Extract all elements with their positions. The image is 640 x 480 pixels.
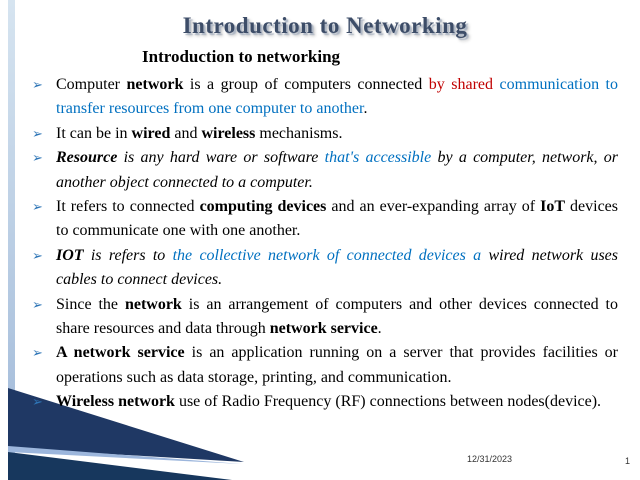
slide-number: 1 xyxy=(624,456,630,466)
bullet-text: Resource is any hard ware or software th… xyxy=(56,149,619,191)
bullet-arrow-icon: ➢ xyxy=(32,151,43,167)
corner-wedge-lower xyxy=(8,452,232,480)
bullet-text: A network service is an application runn… xyxy=(56,344,618,386)
list-item: ➢ It can be in wired and wireless mechani… xyxy=(30,122,618,146)
list-item: ➢ It refers to connected computing device… xyxy=(30,195,618,244)
slide-content: Introduction to Networking Introduction … xyxy=(30,13,620,415)
list-item: ➢ Wireless network use of Radio Frequency… xyxy=(30,390,618,414)
corner-wedge-upper xyxy=(8,388,244,462)
list-item: ➢ IOT is refers to the collective network… xyxy=(30,244,618,293)
bullet-text: Since the network is an arrangement of c… xyxy=(56,295,618,338)
bullet-text: Computer network is a group of computers… xyxy=(56,76,619,118)
bullet-arrow-icon: ➢ xyxy=(32,126,43,142)
bullet-arrow-icon: ➢ xyxy=(32,200,43,216)
left-stripe-decoration xyxy=(8,0,15,480)
bullet-text: It can be in wired and wireless mechanis… xyxy=(56,124,343,142)
slide-title: Introduction to Networking xyxy=(182,13,468,38)
bullet-arrow-icon: ➢ xyxy=(32,78,43,93)
bullet-list: ➢ Computer network is a group of computer… xyxy=(30,73,620,415)
footer-date: 12/31/2023 xyxy=(466,454,512,464)
bullet-arrow-icon: ➢ xyxy=(32,297,43,313)
bullet-arrow-icon: ➢ xyxy=(32,346,43,362)
bullet-text: IOT is refers to the collective network … xyxy=(56,246,618,289)
bullet-arrow-icon: ➢ xyxy=(32,395,43,411)
list-item: ➢ Resource is any hard ware or software t… xyxy=(30,146,618,195)
list-item: ➢ Since the network is an arrangement of … xyxy=(30,293,618,342)
slide-subtitle: Introduction to networking xyxy=(142,47,341,66)
bullet-text: Wireless network use of Radio Frequency … xyxy=(56,393,602,411)
list-item: ➢ A network service is an application run… xyxy=(30,341,618,390)
list-item: ➢ Computer network is a group of computer… xyxy=(30,73,618,122)
bullet-arrow-icon: ➢ xyxy=(32,248,43,264)
bullet-text: It refers to connected computing devices… xyxy=(56,198,618,240)
corner-wedge-accent xyxy=(8,446,242,464)
